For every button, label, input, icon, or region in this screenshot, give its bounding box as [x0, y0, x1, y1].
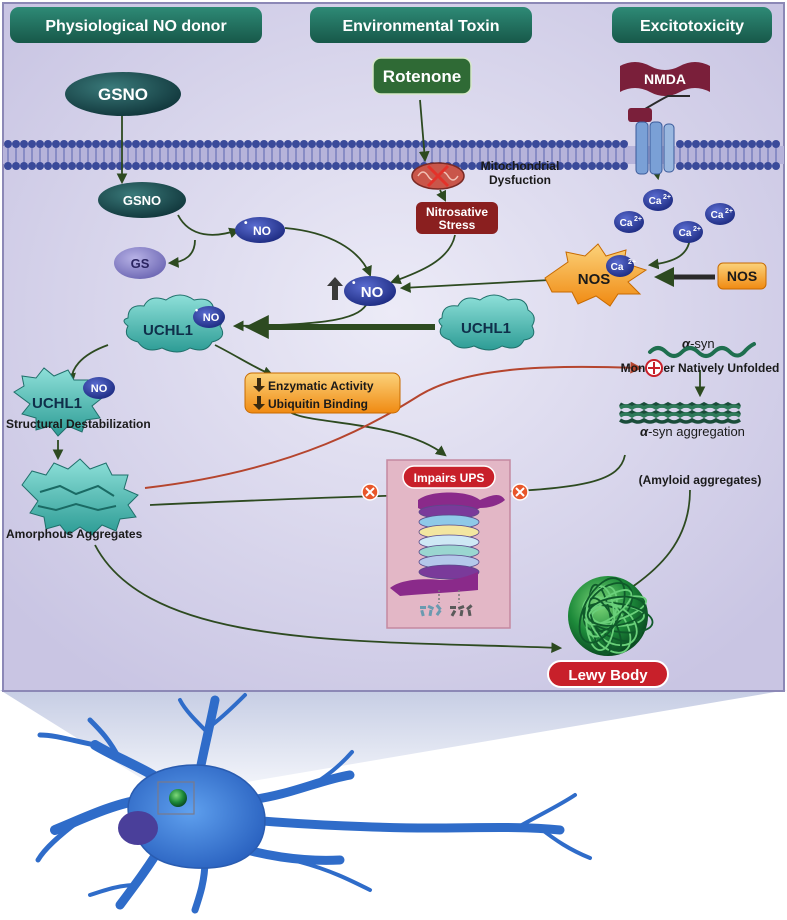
monomer-text: Monomer Natively Unfolded — [621, 361, 780, 375]
mito-text-2: Dysfuction — [489, 173, 551, 187]
mini-lewy-body — [169, 789, 187, 807]
arrow-no-no — [284, 227, 372, 278]
mito-text-1: Mitochondrial — [481, 159, 560, 173]
arrow-amorphous-lewy — [94, 544, 563, 654]
uchl1-plain-text: UCHL1 — [461, 320, 511, 337]
gsno-inner-text: GSNO — [123, 193, 161, 208]
down-arrow-icon — [253, 396, 265, 410]
uchl1-no-node: UCHL1 • NO — [123, 294, 225, 353]
uchl1-destab-text: UCHL1 — [32, 395, 82, 412]
nos-box-text: NOS — [727, 268, 757, 284]
fibril — [619, 401, 741, 424]
uchl1-destab-node: UCHL1 NO — [13, 367, 115, 437]
enzymatic-box: Enzymatic Activity Ubiquitin Binding — [244, 372, 401, 414]
header-right-text: Excitotoxicity — [640, 18, 744, 35]
zoom-box — [157, 781, 195, 815]
rotenone-text: Rotenone — [383, 67, 461, 86]
down-arrow-icon — [253, 378, 265, 392]
arrow-gsno-no — [177, 214, 241, 238]
calcium-ion-charge: 2+ — [725, 208, 733, 215]
arrow-rotenone-mito — [418, 99, 430, 163]
ups-box: Impairs UPS — [386, 459, 511, 629]
calcium-ion-text: Ca — [649, 196, 662, 207]
membrane — [3, 140, 784, 170]
plus-circle-icon — [645, 359, 663, 377]
uchl1-no-text: UCHL1 — [143, 322, 193, 339]
arrow-nitro-no — [389, 234, 456, 285]
lewy-body-text: Lewy Body — [568, 667, 648, 684]
nitro-text-1: Nitrosative — [426, 205, 488, 219]
uchl1-plain-node: UCHL1 — [438, 294, 535, 351]
amyloid-text: (Amyloid aggregates) — [639, 473, 762, 487]
uchl1-destab-tag: NO — [91, 383, 108, 395]
structural-destab-text: Structural Destabilization — [6, 417, 151, 431]
calcium-ion-charge: 2+ — [634, 216, 642, 223]
no-radical-text: NO — [253, 224, 271, 238]
inhibition-x-icon — [511, 483, 529, 501]
calcium-ion-text: Ca — [711, 210, 724, 221]
gs-text: GS — [131, 256, 150, 271]
zoom-beam — [0, 690, 787, 790]
up-arrow-icon — [327, 277, 343, 300]
no-up-node: • NO — [327, 276, 396, 306]
header-left-text: Physiological NO donor — [45, 18, 226, 35]
ubiquitin-text: Ubiquitin Binding — [268, 397, 368, 411]
amorphous-aggregate — [21, 458, 139, 536]
calcium-ion-charge: 2+ — [693, 226, 701, 233]
arrow-mito-nitro — [436, 189, 446, 202]
no-radical-dot: • — [244, 218, 248, 229]
nitro-text-2: Stress — [439, 218, 476, 232]
nos-ca-sup: 2+ — [628, 259, 636, 266]
header-excitotoxicity: Excitotoxicity — [612, 7, 772, 43]
header-center-text: Environmental Toxin — [342, 18, 499, 35]
lewy-body-sphere — [568, 576, 654, 656]
nmda-text: NMDA — [644, 71, 686, 87]
impairs-ups-text: Impairs UPS — [414, 471, 485, 485]
asyn-agg-label: α-syn aggregation — [640, 424, 745, 439]
uchl1-no-dot: • — [195, 305, 198, 315]
lewy-body-label: Lewy Body — [547, 660, 669, 688]
no-radical-node: • NO — [235, 217, 285, 243]
gs-node: GS — [114, 247, 166, 279]
arrow-enzymatic-ups — [289, 411, 447, 457]
nos-burst: NOS Ca 2+ — [544, 243, 648, 307]
nos-box-node: NOS — [717, 262, 767, 290]
neuron-cell — [35, 693, 592, 914]
nucleus — [118, 811, 158, 845]
mitochondrion — [411, 162, 465, 190]
calcium-ion-charge: 2+ — [663, 194, 671, 201]
proteasome — [390, 492, 505, 617]
inhibition-x-icon — [361, 483, 379, 501]
asyn-label: α-syn — [682, 336, 715, 351]
rotenone-node: Rotenone — [372, 57, 472, 95]
arrow-gsno-gs — [167, 239, 196, 268]
amorphous-text: Amorphous Aggregates — [6, 527, 143, 541]
receptor-channel — [628, 108, 675, 175]
gsno-top-node: GSNO — [65, 72, 181, 116]
gsno-inner-node: GSNO — [98, 182, 186, 218]
nitrosative-node: Nitrosative Stress — [416, 202, 498, 234]
mito-cross-icon — [426, 164, 450, 188]
uchl1-no-tag: NO — [203, 312, 220, 324]
header-physiological: Physiological NO donor — [10, 7, 262, 43]
nmda-node: NMDA — [620, 62, 710, 96]
calcium-ion-text: Ca — [620, 218, 633, 229]
nos-ca-text: Ca — [611, 262, 624, 273]
arrow-amorphous-monomer — [144, 361, 643, 489]
enzymatic-text: Enzymatic Activity — [268, 379, 374, 393]
gsno-top-text: GSNO — [98, 85, 148, 104]
arrow-nos-no — [399, 279, 551, 293]
nos-burst-text: NOS — [578, 271, 611, 288]
no-up-dot: • — [352, 278, 356, 289]
no-up-text: NO — [361, 284, 384, 301]
calcium-ion-text: Ca — [679, 228, 692, 239]
header-environmental: Environmental Toxin — [310, 7, 532, 43]
